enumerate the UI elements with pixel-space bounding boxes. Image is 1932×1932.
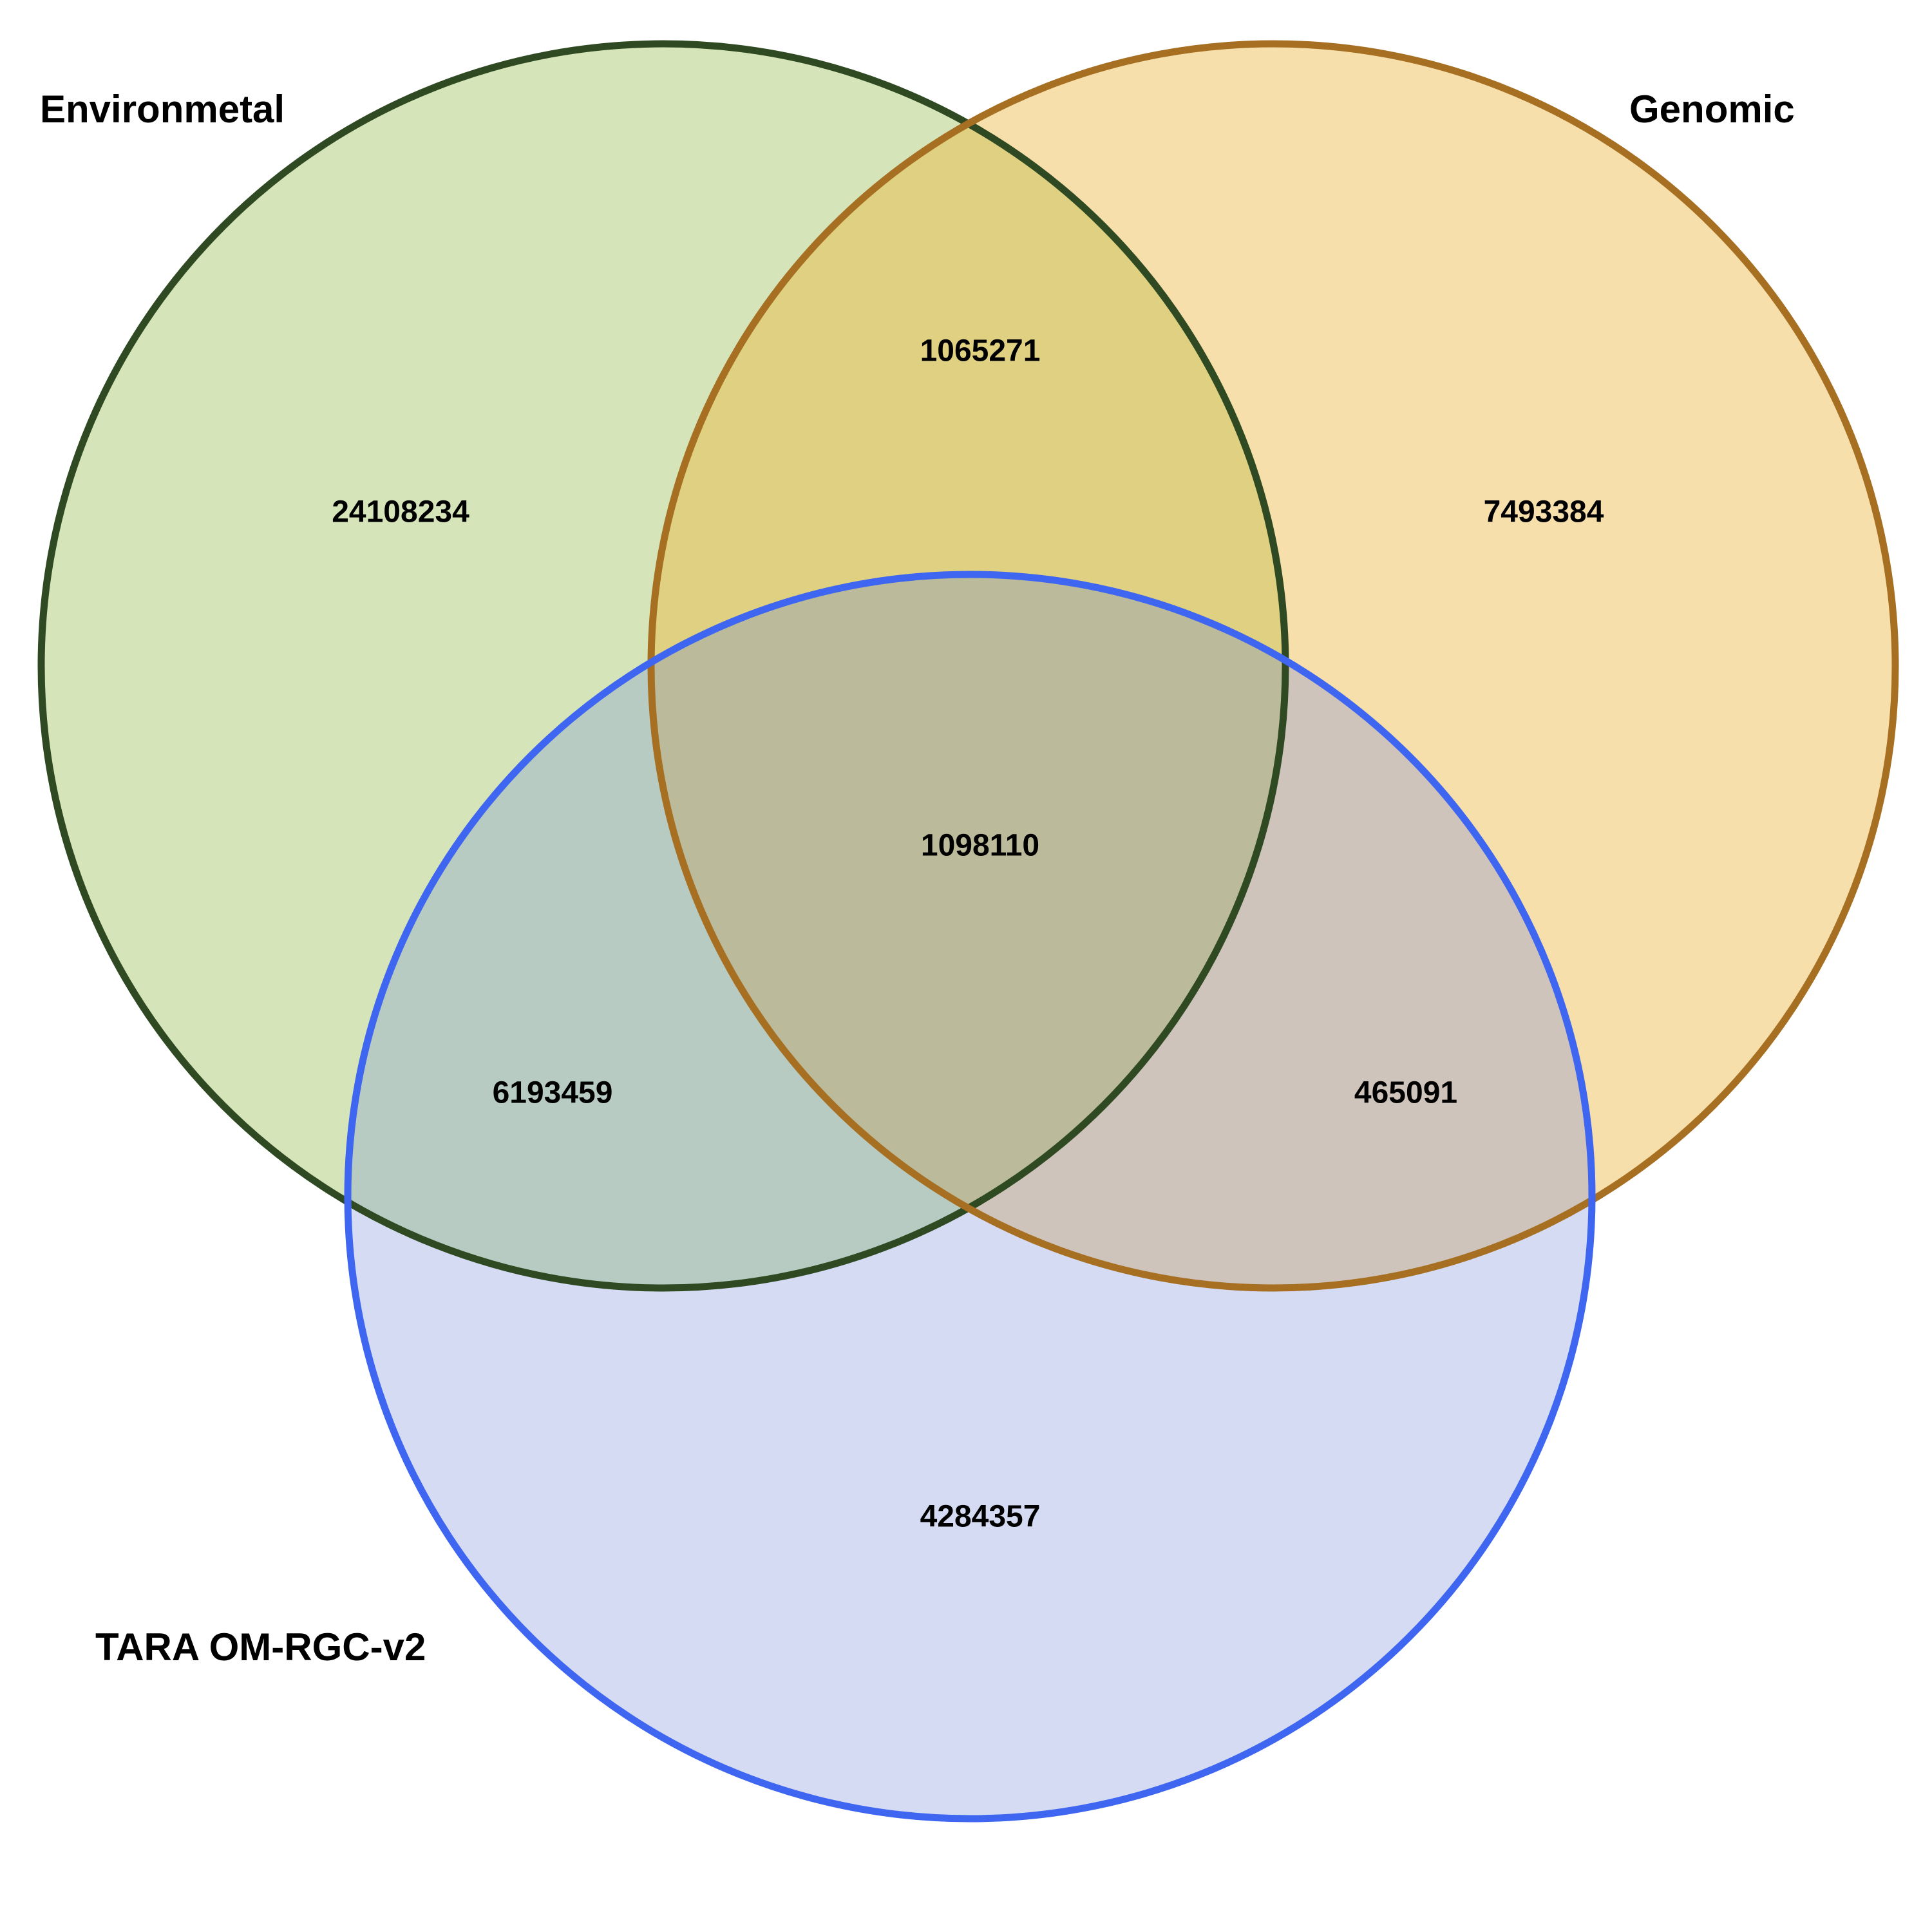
environmental-tara-count: 6193459 xyxy=(493,1076,613,1110)
environmental-set-label: Environmetal xyxy=(40,88,285,131)
genomic-set-label: Genomic xyxy=(1629,88,1795,131)
tara-only-count: 4284357 xyxy=(920,1500,1041,1534)
all-three-count: 1098110 xyxy=(921,829,1039,863)
genomic-only-count: 7493384 xyxy=(1484,495,1604,529)
environmental-only-count: 24108234 xyxy=(332,495,469,529)
tara-set-label: TARA OM-RGC-v2 xyxy=(95,1625,426,1669)
environmental-genomic-count: 1065271 xyxy=(920,334,1041,368)
tara-outline xyxy=(344,571,1596,1823)
environmental-outline xyxy=(37,40,1289,1292)
genomic-tara-count: 465091 xyxy=(1354,1076,1457,1110)
